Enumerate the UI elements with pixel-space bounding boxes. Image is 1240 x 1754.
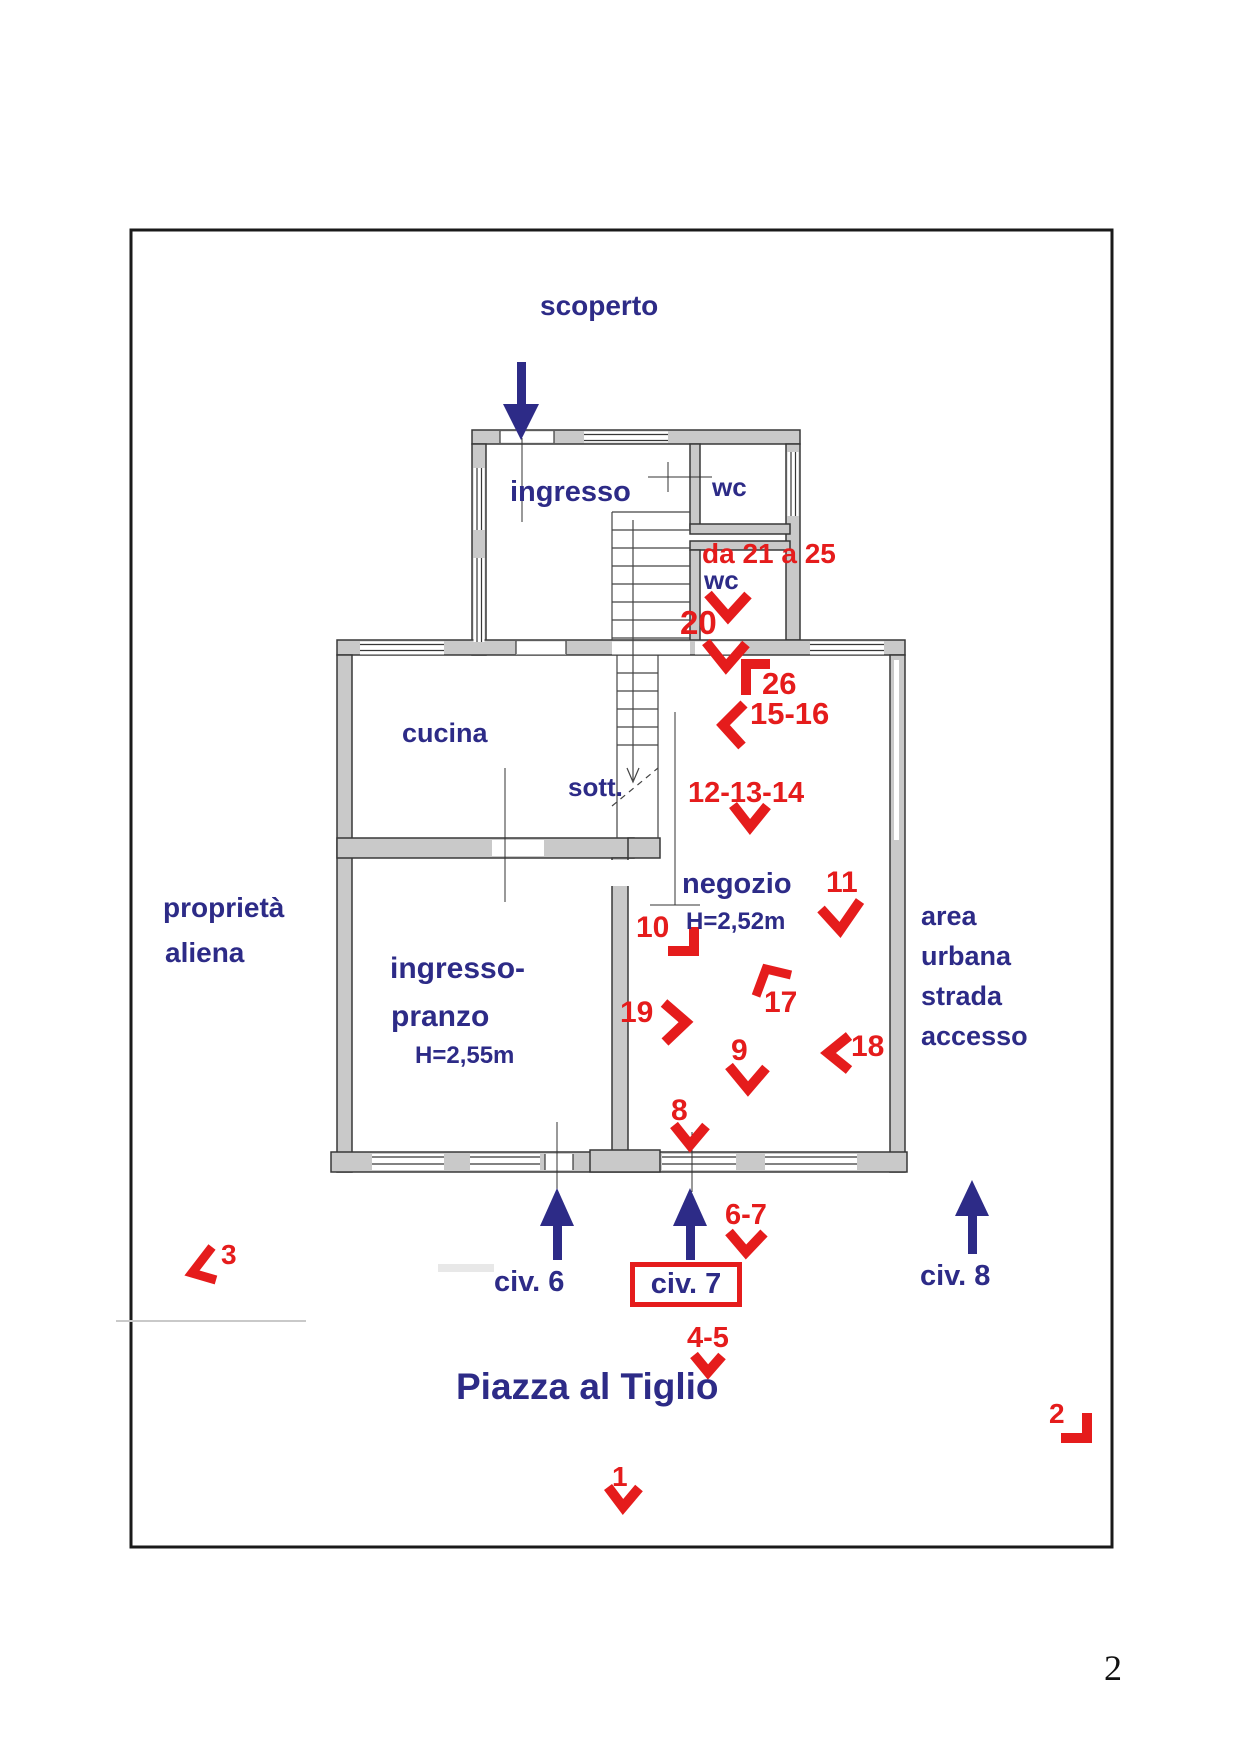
marker-1-label: 1 (612, 1461, 628, 1492)
marker-8-label: 8 (671, 1094, 688, 1127)
civ8-arrow (955, 1180, 989, 1254)
blue-arrows (503, 362, 989, 1260)
drawing-frame (129, 228, 1114, 1549)
label-area-line1: area (921, 901, 977, 931)
label-civ8: civ. 8 (920, 1260, 991, 1292)
room-label-sottoscala: sott. (568, 772, 623, 802)
wall-wc1-bottom (689, 523, 791, 535)
marker-1-chevron (604, 1484, 643, 1516)
marker-17-bracket (751, 963, 793, 998)
wall-wc1-left (689, 443, 701, 529)
marker-11-chevron (817, 898, 865, 939)
staircase (611, 511, 690, 838)
marker-17-label: 17 (764, 986, 798, 1019)
marker-21-25-chevron (704, 590, 752, 625)
survey-lines (504, 438, 712, 1192)
marker-12-13-14-chevron (729, 801, 771, 836)
marker-3-chevron (184, 1244, 218, 1285)
marker-2-bracket (1061, 1413, 1092, 1443)
room-label-cucina: cucina (402, 718, 488, 748)
marker-19-label: 19 (620, 996, 654, 1029)
scoperto-arrow (503, 362, 539, 440)
marker-20-chevron (702, 638, 750, 675)
label-area-line3: strada (921, 981, 1003, 1011)
wall-left (336, 654, 353, 1173)
marker-21-25-label: da 21 a 25 (702, 538, 836, 569)
marker-12-13-14-label: 12-13-14 (688, 777, 805, 809)
marker-8-chevron (670, 1121, 710, 1153)
marker-4-5-label: 4-5 (687, 1322, 729, 1354)
stair-walk-arrowhead (626, 767, 640, 784)
room-label-negozio-height: H=2,52m (686, 908, 786, 935)
label-proprieta-line1: proprietà (163, 892, 285, 923)
room-label-pranzo-line2: pranzo (391, 1000, 490, 1033)
openings (360, 431, 899, 1170)
marker-18-label: 18 (851, 1030, 885, 1063)
marker-9-label: 9 (731, 1034, 748, 1067)
stair-break-line (611, 767, 659, 807)
civ7-highlight-box: civ. 7 (630, 1262, 742, 1307)
marker-10-bracket (668, 927, 699, 956)
room-label-negozio: negozio (682, 868, 792, 900)
marker-6-7-label: 6-7 (725, 1199, 767, 1231)
marker-20-label: 20 (680, 604, 717, 641)
photo-direction-glyphs (184, 590, 1092, 1516)
wall-divider-base (589, 1149, 661, 1173)
room-label-wc-lower: wc (704, 565, 739, 595)
marker-3-label: 3 (221, 1239, 237, 1270)
marker-26-label: 26 (762, 666, 797, 701)
wall-wc2-top (689, 540, 791, 551)
scan-smudge (438, 1264, 494, 1272)
room-label-ingresso: ingresso (510, 476, 631, 508)
marker-19-chevron (660, 999, 694, 1046)
label-civ6: civ. 6 (494, 1266, 565, 1298)
wall-cucina-bottom (336, 837, 635, 859)
marker-9-chevron (725, 1062, 770, 1097)
marker-26-bracket (741, 659, 770, 695)
marker-2-label: 2 (1049, 1398, 1065, 1429)
page-number: 2 (1104, 1648, 1122, 1688)
marker-10-label: 10 (636, 911, 670, 944)
civ6-arrow (540, 1188, 574, 1260)
civ7-arrow (673, 1188, 707, 1260)
room-label-wc-upper: wc (712, 472, 747, 502)
marker-15-16-chevron (716, 700, 748, 750)
label-piazza: Piazza al Tiglio (456, 1366, 719, 1407)
marker-6-7-chevron (725, 1228, 768, 1260)
label-area-line2: urbana (921, 941, 1012, 971)
marker-15-16-label: 15-16 (750, 696, 830, 731)
room-label-pranzo-height: H=2,55m (415, 1042, 515, 1069)
marker-4-5-chevron (690, 1351, 726, 1380)
label-area-line4: accesso (921, 1021, 1028, 1051)
room-label-pranzo-line1: ingresso- (390, 952, 526, 985)
wall-sott-bottom (627, 837, 661, 859)
marker-11-label: 11 (826, 866, 858, 899)
marker-18-chevron (820, 1032, 853, 1074)
label-civ7: civ. 7 (650, 1268, 722, 1300)
label-scoperto: scoperto (540, 290, 659, 321)
label-proprieta-line2: aliena (165, 937, 245, 968)
walls (330, 429, 908, 1173)
